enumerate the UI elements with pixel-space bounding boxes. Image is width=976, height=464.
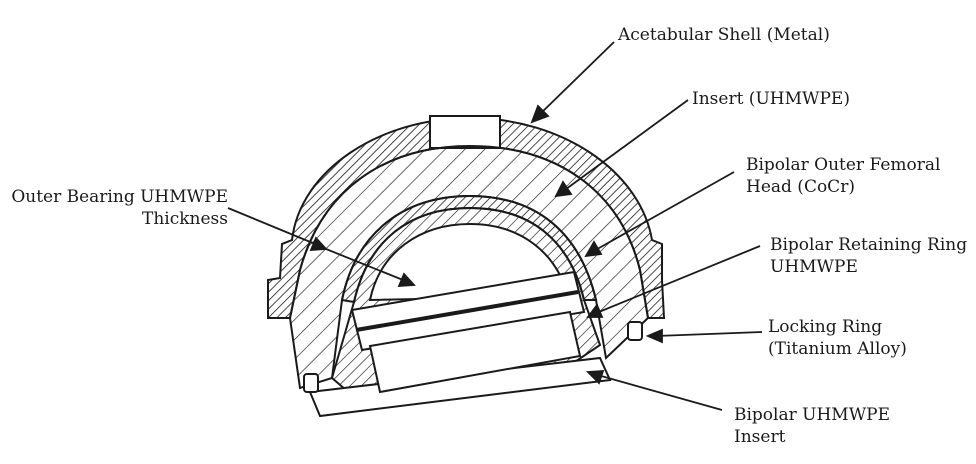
label-outer-bearing-line-2: Thickness: [141, 209, 228, 229]
leader-retaining-ring: [586, 245, 761, 318]
label-locking-ring-line-2: (Titanium Alloy): [768, 339, 907, 359]
label-acetabular-shell: Acetabular Shell (Metal): [618, 24, 830, 46]
locking-ring-shape: [303, 321, 643, 393]
leader-outer-bearing: [227, 207, 328, 251]
label-bipolar-outer-head-line-2: Head (CoCr): [746, 177, 855, 197]
label-bipolar-insert-line-2: Insert: [734, 427, 786, 447]
label-locking-ring-line-1: Locking Ring: [768, 317, 883, 337]
leader-lines: [227, 41, 763, 411]
label-insert: Insert (UHMWPE): [692, 88, 850, 110]
label-retaining-ring-line-2: UHMWPE: [770, 257, 858, 277]
leader-outer-bearing-2: [325, 248, 416, 287]
label-bipolar-insert-line-1: Bipolar UHMWPE: [734, 405, 891, 425]
label-outer-bearing: Outer Bearing UHMWPE Thickness: [6, 186, 228, 230]
leader-locking-ring: [645, 328, 763, 344]
label-insert-line-1: Insert (UHMWPE): [692, 89, 850, 109]
leader-acetabular-shell: [530, 41, 615, 124]
label-bipolar-outer-head: Bipolar Outer Femoral Head (CoCr): [746, 154, 940, 198]
label-bipolar-outer-head-line-1: Bipolar Outer Femoral: [746, 155, 941, 175]
label-retaining-ring-line-1: Bipolar Retaining Ring: [770, 235, 968, 255]
leader-bipolar-outer-head: [584, 171, 735, 258]
label-locking-ring: Locking Ring (Titanium Alloy): [768, 316, 907, 360]
label-retaining-ring: Bipolar Retaining Ring UHMWPE: [770, 234, 967, 278]
retaining-ring-shape: [350, 270, 586, 394]
label-outer-bearing-line-1: Outer Bearing UHMWPE: [11, 187, 228, 207]
label-bipolar-insert: Bipolar UHMWPE Insert: [734, 404, 890, 448]
leader-insert: [554, 99, 689, 198]
leader-bipolar-insert: [585, 370, 723, 411]
label-acetabular-shell-line-1: Acetabular Shell (Metal): [618, 25, 830, 45]
